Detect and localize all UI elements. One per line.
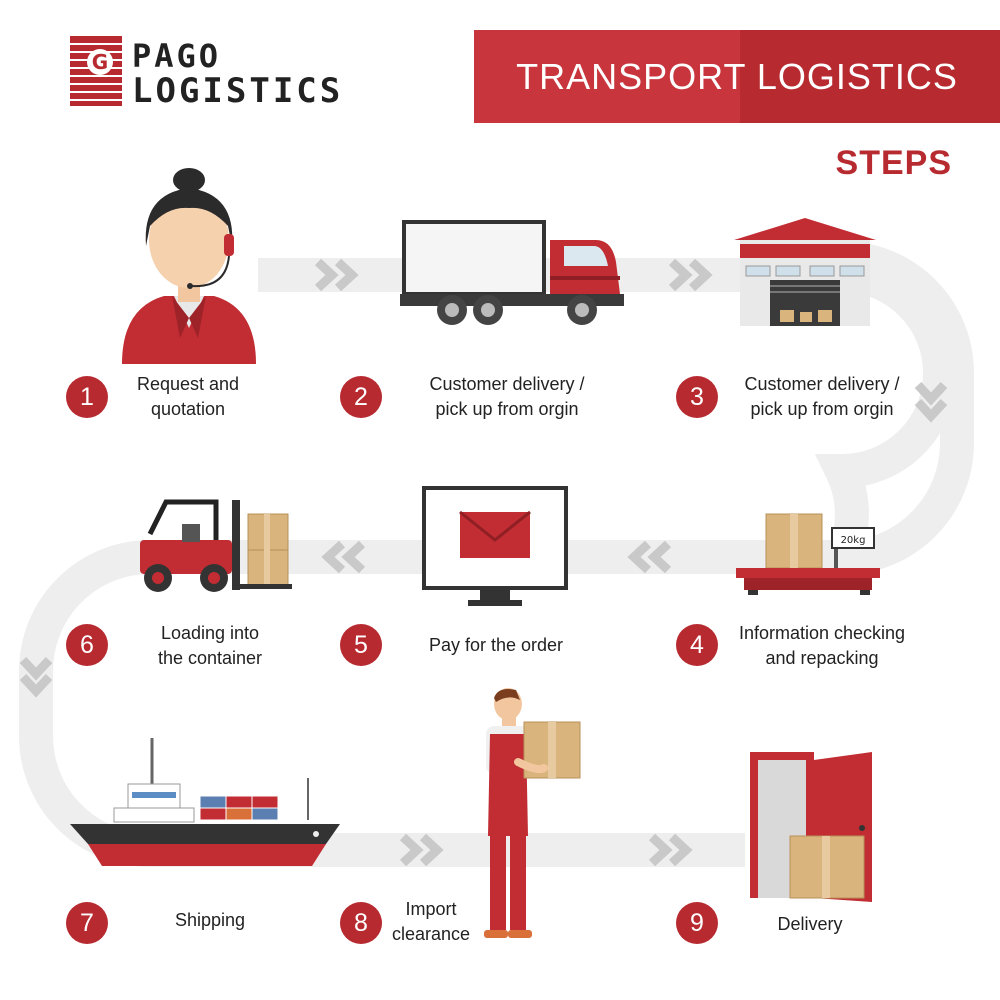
step-label-9: Delivery	[748, 912, 872, 937]
step-label-7: Shipping	[140, 908, 280, 933]
step-label-1: Request and quotation	[118, 372, 258, 422]
step-number-3: 3	[676, 376, 718, 418]
logo-mark-icon: G	[70, 36, 126, 106]
scale-reading: 20kg	[841, 535, 866, 546]
door-delivery-icon	[748, 750, 878, 916]
customer-service-agent-icon	[118, 168, 260, 368]
company-logo: G PAGO LOGISTICS	[70, 34, 370, 114]
step-number-2: 2	[340, 376, 382, 418]
monitor-mail-icon	[422, 486, 568, 610]
step-label-5: Pay for the order	[406, 633, 586, 658]
warehouse-icon	[730, 214, 880, 328]
logo-mark-letter: G	[92, 50, 108, 74]
worker-carrying-box-icon	[478, 686, 590, 942]
weighing-scale-icon: 20kg	[734, 508, 884, 596]
step-label-6: Loading into the container	[130, 621, 290, 671]
step-number-4: 4	[676, 624, 718, 666]
step-number-6: 6	[66, 624, 108, 666]
step-number-1: 1	[66, 376, 108, 418]
step-label-4: Information checking and repacking	[718, 621, 926, 671]
step-number-5: 5	[340, 624, 382, 666]
steps-heading: STEPS	[836, 144, 952, 183]
header-banner: TRANSPORT LOGISTICS	[474, 30, 1000, 123]
step-number-7: 7	[66, 902, 108, 944]
forklift-icon	[136, 498, 294, 596]
brand-name-line2: LOGISTICS	[132, 74, 343, 108]
truck-icon	[400, 218, 628, 328]
cargo-ship-icon	[68, 734, 342, 874]
step-number-9: 9	[676, 902, 718, 944]
page-title: TRANSPORT LOGISTICS	[474, 30, 1000, 123]
brand-name-line1: PAGO	[132, 40, 221, 72]
step-label-2: Customer delivery / pick up from orgin	[392, 372, 622, 422]
step-label-8: Import clearance	[376, 897, 486, 947]
step-label-3: Customer delivery / pick up from orgin	[718, 372, 926, 422]
